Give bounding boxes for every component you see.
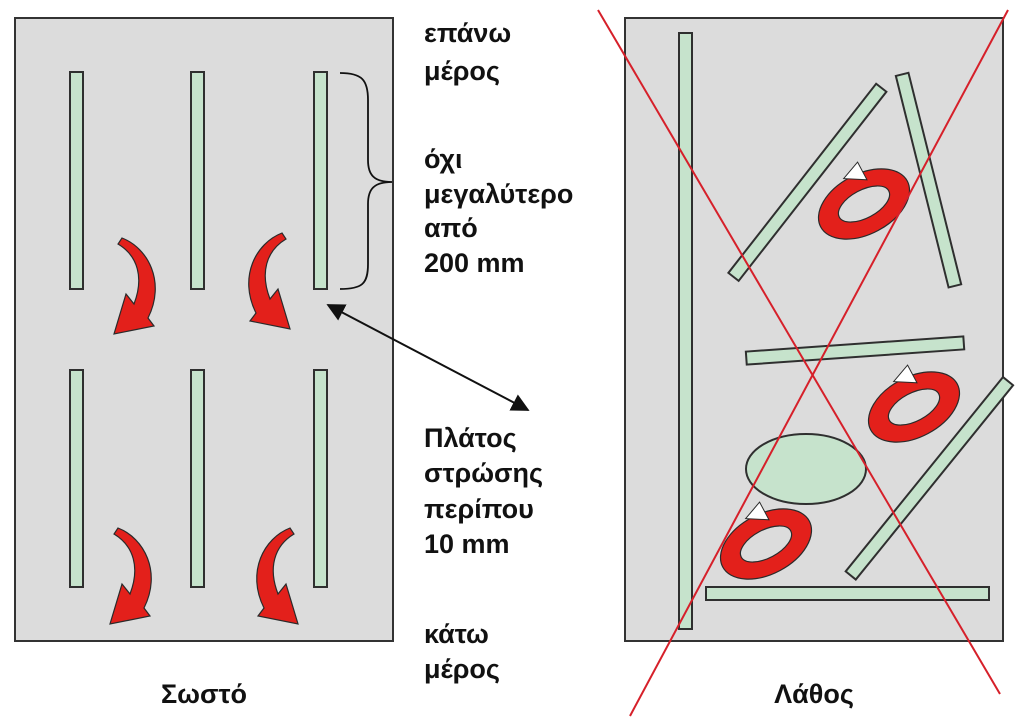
correct-panel: Σωστό	[14, 17, 530, 709]
cross-out-icon	[597, 9, 1009, 717]
spacing-label-line4: 200 mm	[424, 248, 525, 278]
circular-arrow-icon	[708, 493, 824, 595]
top-label-line1: επάνω	[424, 18, 511, 48]
width-label-line1: Πλάτος	[424, 423, 517, 453]
strip-lower-left	[69, 369, 84, 588]
double-headed-arrow-icon	[326, 304, 530, 411]
strip-upper-right	[313, 71, 328, 290]
width-label-line4: 10 mm	[424, 529, 510, 559]
top-label-line2: μέρος	[424, 56, 500, 86]
spacing-label-line1: όχι	[424, 144, 463, 174]
annotation-column: επάνω μέρος όχι μεγαλύτερο από 200 mm Πλ…	[424, 18, 573, 684]
strip-bottom-horizontal	[705, 586, 990, 601]
material-blob	[745, 433, 867, 505]
strip-tilted-upper-right	[894, 71, 963, 289]
wrong-panel: Λάθος	[597, 9, 1015, 717]
strip-lower-right	[313, 369, 328, 588]
spacing-label-line3: από	[424, 213, 478, 243]
circular-arrow-icon	[806, 153, 922, 255]
correct-caption: Σωστό	[161, 679, 247, 709]
strip-long-vertical	[678, 32, 693, 630]
wrong-caption: Λάθος	[774, 679, 854, 709]
spacing-label-line2: μεγαλύτερο	[424, 179, 573, 209]
bottom-label-line1: κάτω	[424, 619, 489, 649]
bottom-label-line2: μέρος	[424, 654, 500, 684]
strip-upper-middle	[190, 71, 205, 290]
strip-tilted-middle	[744, 335, 966, 366]
width-label-line2: στρώσης	[424, 458, 543, 488]
strip-lower-middle	[190, 369, 205, 588]
strip-tilted-upper-left	[726, 82, 888, 283]
width-label-line3: περίπου	[424, 494, 534, 524]
circular-arrow-icon	[856, 356, 972, 458]
strip-tilted-lower-right	[844, 375, 1015, 581]
curly-brace-icon	[339, 72, 393, 290]
strip-upper-left	[69, 71, 84, 290]
